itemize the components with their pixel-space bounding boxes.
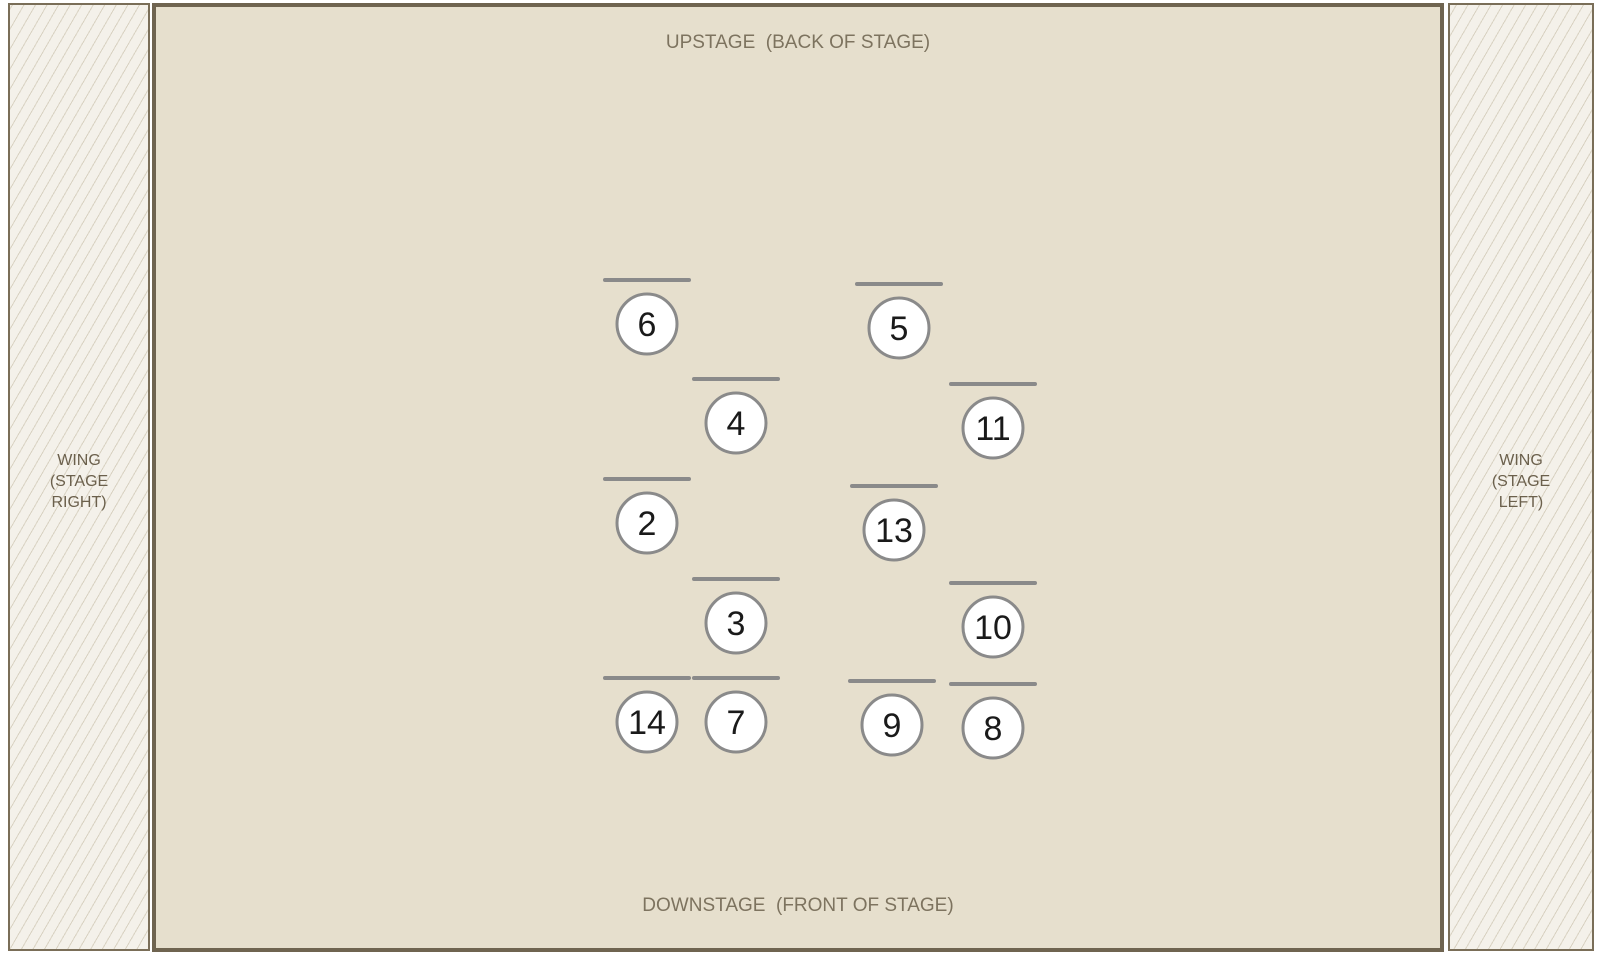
dancer-marker-3: 3	[692, 577, 780, 655]
dancer-marker-2: 2	[603, 477, 691, 555]
dancer-number-9: 9	[883, 707, 902, 745]
dancer-number-11: 11	[975, 410, 1010, 448]
dancer-number-4: 4	[727, 405, 746, 443]
dancer-marker-9: 9	[848, 679, 936, 757]
dancer-circle-5	[867, 296, 931, 360]
wing-stage-left-label: WING (STAGE LEFT)	[1491, 452, 1551, 511]
dancer-number-5: 5	[890, 310, 909, 348]
dancer-marker-10: 10	[949, 581, 1037, 659]
dancer-marker-11: 11	[949, 382, 1037, 460]
dancer-circle-9	[860, 693, 924, 757]
wing-stage-left: WING (STAGE LEFT)	[1448, 3, 1594, 951]
dancer-circle-2	[615, 491, 679, 555]
dancer-marker-4: 4	[692, 377, 780, 455]
dancer-marker-5: 5	[855, 282, 943, 360]
dancer-marker-8: 8	[949, 682, 1037, 760]
dancer-marker-14: 14	[603, 676, 691, 754]
dancer-circle-7	[704, 690, 768, 754]
dancer-circle-4	[704, 391, 768, 455]
dancer-circle-8	[961, 696, 1025, 760]
stage-floor: UPSTAGE (BACK OF STAGE) DOWNSTAGE (FRONT…	[152, 3, 1444, 952]
dancer-circle-11	[961, 396, 1025, 460]
dancer-circle-10	[961, 595, 1025, 659]
dancer-marker-13: 13	[850, 484, 938, 562]
dancer-number-3: 3	[727, 605, 746, 643]
dancer-marker-7: 7	[692, 676, 780, 754]
dancer-marker-6: 6	[603, 278, 691, 356]
dancer-number-6: 6	[638, 306, 657, 344]
downstage-label: DOWNSTAGE (FRONT OF STAGE)	[642, 895, 954, 916]
wing-stage-right: WING (STAGE RIGHT)	[8, 3, 150, 951]
dancer-number-10: 10	[974, 609, 1012, 647]
wing-stage-right-label: WING (STAGE RIGHT)	[49, 452, 109, 511]
dancer-circle-14	[615, 690, 679, 754]
dancer-number-13: 13	[875, 512, 913, 550]
dancer-circle-3	[704, 591, 768, 655]
dancer-number-7: 7	[727, 704, 746, 742]
dancer-number-14: 14	[628, 704, 666, 742]
dancer-number-8: 8	[984, 710, 1003, 748]
dancer-circle-6	[615, 292, 679, 356]
upstage-label: UPSTAGE (BACK OF STAGE)	[665, 32, 931, 53]
dancer-circle-13	[862, 498, 926, 562]
dancer-number-2: 2	[638, 505, 657, 543]
